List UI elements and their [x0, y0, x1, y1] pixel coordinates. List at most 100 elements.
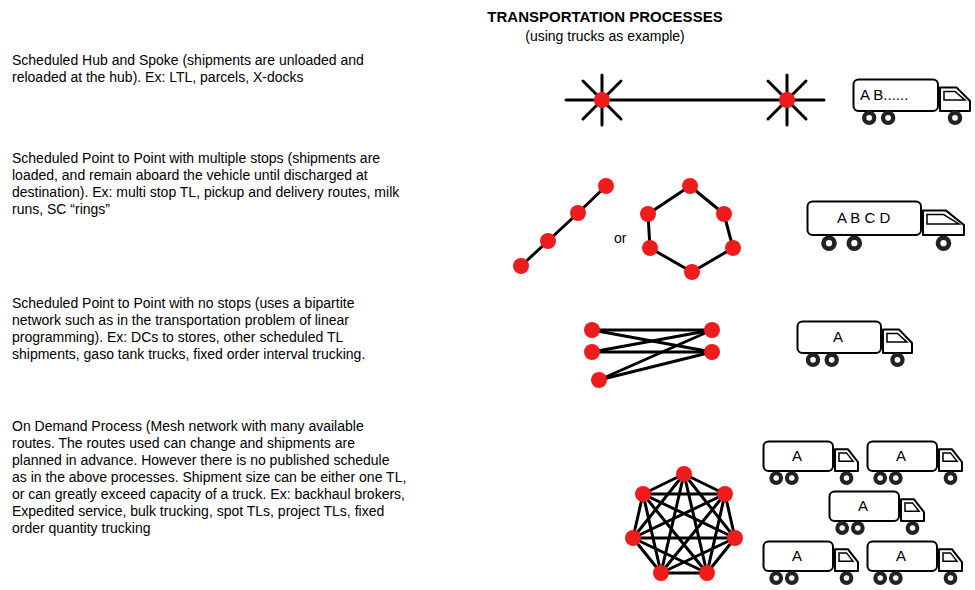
truck-cab	[939, 449, 962, 471]
stop-dot	[642, 240, 658, 256]
stop-dot	[716, 206, 732, 222]
stop-dot	[682, 178, 698, 194]
wheel-hub	[940, 240, 946, 246]
process-description: Scheduled Point to Point with multiple s…	[12, 150, 407, 218]
network-link	[599, 330, 712, 380]
multi-stop-routes	[521, 186, 733, 272]
truck: A B......	[852, 78, 972, 126]
truck-wheel	[840, 471, 854, 485]
cab-window	[887, 333, 907, 342]
wheel-hub	[773, 575, 779, 581]
truck-outline	[762, 440, 860, 486]
truck-wheel	[821, 235, 837, 251]
wheel-hub	[877, 475, 883, 481]
cargo-box	[764, 542, 834, 572]
network-link	[633, 474, 684, 538]
cargo-label: A	[792, 547, 802, 565]
hub-dots	[594, 92, 795, 108]
wheel-hub	[844, 575, 850, 581]
wheel-hub	[839, 525, 845, 531]
bipartite-dots	[584, 322, 720, 388]
hub-dot	[594, 92, 610, 108]
truck-wheel	[851, 521, 865, 535]
truck-wheel	[785, 471, 799, 485]
truck-wheel	[944, 571, 958, 585]
network-link	[592, 329, 712, 332]
origin-dot	[584, 322, 600, 338]
cargo-label: A	[792, 447, 802, 465]
cargo-label: A	[896, 447, 906, 465]
route-line	[521, 186, 606, 266]
truck-wheel	[889, 571, 903, 585]
truck-wheel	[835, 521, 849, 535]
stop-dot	[540, 233, 556, 249]
truck-wheel	[889, 471, 903, 485]
truck-outline	[796, 320, 914, 368]
wheel-hub	[773, 475, 779, 481]
mesh-dot	[717, 486, 733, 502]
network-link	[633, 537, 735, 540]
network-link	[633, 538, 707, 573]
stop-dot	[640, 206, 656, 222]
cab-window	[944, 91, 965, 100]
truck: A	[866, 440, 964, 486]
truck: A	[828, 490, 926, 536]
cargo-box	[868, 542, 938, 572]
destination-dot	[704, 344, 720, 360]
truck-wheel	[890, 353, 904, 367]
wheel-hub	[910, 525, 916, 531]
truck-cab	[923, 210, 964, 235]
truck-wheel	[881, 111, 895, 125]
truck: A	[762, 440, 860, 486]
truck-cab	[901, 499, 924, 521]
network-link	[592, 330, 712, 352]
bipartite-network	[592, 330, 712, 380]
truck: A	[762, 540, 860, 586]
route-ring	[648, 186, 733, 272]
wheel-hub	[895, 357, 901, 363]
wheel-hub	[789, 475, 795, 481]
wheel-hub	[810, 357, 816, 363]
wheel-hub	[829, 357, 835, 363]
wheel-hub	[893, 575, 899, 581]
wheel-hub	[885, 115, 891, 121]
cargo-box	[798, 322, 882, 354]
truck-wheel	[785, 571, 799, 585]
process-description: Scheduled Point to Point with no stops (…	[12, 295, 407, 363]
network-link	[643, 493, 725, 496]
stop-dot	[725, 240, 741, 256]
cab-window	[839, 553, 853, 561]
origin-dot	[591, 372, 607, 388]
cargo-box	[764, 442, 834, 472]
network-link	[599, 352, 712, 380]
network-link	[602, 99, 787, 102]
truck: A	[866, 540, 964, 586]
stop-dot	[598, 178, 614, 194]
mesh-network	[633, 474, 735, 573]
truck-wheel	[873, 571, 887, 585]
wheel-hub	[948, 475, 954, 481]
process-description: On Demand Process (Mesh network with man…	[12, 418, 407, 537]
cab-window	[839, 453, 853, 461]
cargo-label: A B C D	[837, 209, 890, 227]
wheel-hub	[789, 575, 795, 581]
network-link	[592, 351, 712, 354]
truck-outline	[762, 540, 860, 586]
truck-wheel	[862, 111, 876, 125]
stop-dot	[513, 258, 529, 274]
truck-wheel	[769, 571, 783, 585]
truck: A	[796, 320, 914, 368]
mesh-dot	[699, 565, 715, 581]
wheel-hub	[866, 115, 872, 121]
mesh-dot	[727, 530, 743, 546]
cargo-label: A	[833, 328, 843, 346]
truck-wheel	[847, 235, 863, 251]
wheel-hub	[948, 575, 954, 581]
truck-cab	[835, 549, 858, 571]
or-label: or	[614, 230, 626, 247]
truck-cab	[940, 88, 970, 111]
subtitle: (using trucks as example)	[405, 28, 805, 45]
truck-outline	[866, 540, 964, 586]
truck-wheel	[873, 471, 887, 485]
